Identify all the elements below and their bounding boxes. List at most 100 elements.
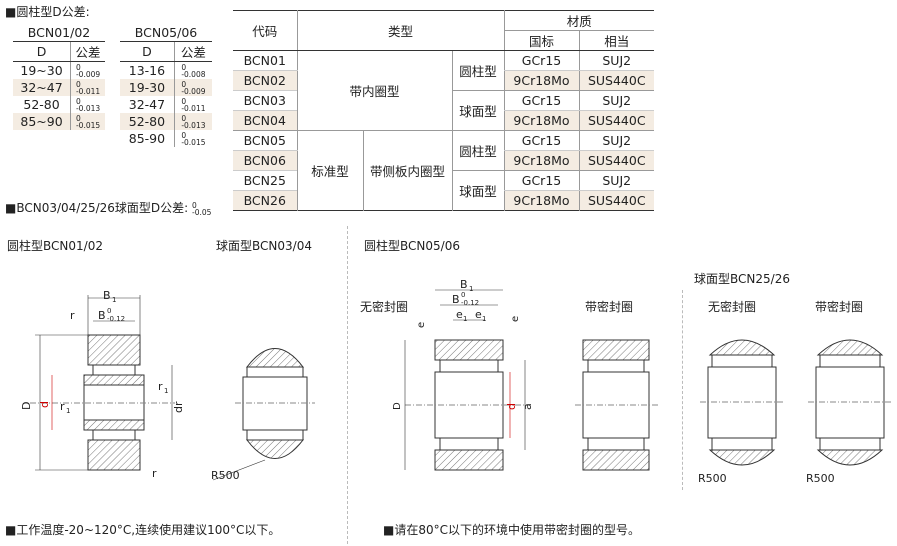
- col-tolerance: 公差: [70, 41, 105, 62]
- spherical-type: 球面型: [451, 90, 504, 131]
- label-dr: dr: [172, 401, 185, 413]
- code-cell: BCN05: [233, 130, 297, 151]
- header-material: 材质: [503, 10, 654, 31]
- svg-text:1: 1: [469, 285, 473, 293]
- label-no-seal: 无密封圈: [708, 300, 757, 314]
- label-r: r: [152, 467, 157, 480]
- svg-text:e: e: [475, 308, 482, 321]
- cell-d: 52-80: [128, 114, 166, 129]
- table-row: 19~30 0-0.009: [13, 61, 105, 80]
- material-gb: GCr15: [503, 50, 579, 71]
- table-row: 52-80 0-0.013: [120, 113, 212, 130]
- tolerance-value: 0-0.009: [75, 63, 101, 80]
- svg-text:e: e: [456, 308, 463, 321]
- code-cell: BCN06: [233, 150, 297, 171]
- table-row: BCN02 9Cr18Mo SUS440C: [233, 70, 654, 91]
- cell-d: 19~30: [20, 63, 63, 78]
- material-gb: 9Cr18Mo: [503, 70, 579, 91]
- svg-text:1: 1: [112, 296, 116, 304]
- label-r500: R500: [698, 472, 727, 485]
- label-r1: r: [158, 380, 163, 393]
- drawing-title-bcn01-02: 圆柱型BCN01/02: [7, 239, 103, 253]
- svg-text:1: 1: [66, 407, 70, 415]
- code-cell: BCN02: [233, 70, 297, 91]
- header-code: 代码: [233, 10, 297, 51]
- material-eq: SUS440C: [578, 110, 654, 131]
- note-temperature: ■工作温度-20~120°C,连续使用建议100°C以下。: [5, 523, 281, 537]
- label-no-seal: 无密封圈: [360, 300, 409, 314]
- cell-d: 32-47: [128, 97, 166, 112]
- table-row: 85~90 0-0.015: [13, 113, 105, 130]
- spherical-type: 球面型: [451, 170, 504, 211]
- material-eq: SUJ2: [578, 130, 654, 151]
- material-gb: GCr15: [503, 90, 579, 111]
- col-d: D: [120, 41, 175, 62]
- code-cell: BCN26: [233, 190, 297, 211]
- svg-text:0: 0: [107, 307, 111, 315]
- cell-d: 85-90: [128, 131, 166, 146]
- tolerance-value: 0-0.008: [181, 63, 206, 80]
- table-row: 13-16 0-0.008: [120, 61, 212, 80]
- table-row: 85-90 0-0.015: [120, 130, 212, 147]
- header-equivalent: 相当: [578, 30, 654, 51]
- material-eq: SUS440C: [578, 190, 654, 211]
- tolerance-title: ■圆柱型D公差:: [5, 5, 90, 19]
- label-with-seal: 带密封圈: [585, 300, 634, 314]
- material-gb: GCr15: [503, 130, 579, 151]
- roller-top: [92, 364, 136, 376]
- svg-text:0: 0: [461, 291, 465, 299]
- table-row: BCN05 标准型 带侧板内圈型 圆柱型 GCr15 SUJ2: [233, 130, 654, 211]
- label-b1: B: [103, 289, 111, 302]
- tolerance-value: 0-0.013: [75, 97, 101, 114]
- material-gb: 9Cr18Mo: [503, 110, 579, 131]
- drawing-bcn25-26: R500 R500: [698, 339, 893, 485]
- material-gb: 9Cr18Mo: [503, 150, 579, 171]
- table-row: BCN26 9Cr18Mo SUS440C: [233, 190, 654, 211]
- tolerance-table-bcn01-02: BCN01/02 D 公差 19~30 0-0.009 32~47 0-0.01…: [13, 24, 105, 130]
- label-r1: r: [60, 400, 65, 413]
- cell-d: 32~47: [20, 80, 63, 95]
- cell-d: 13-16: [128, 63, 166, 78]
- label-b: B: [98, 309, 106, 322]
- col-tolerance: 公差: [173, 41, 212, 62]
- table-row: BCN01 带内圈型 圆柱型 GCr15 SUJ2: [233, 50, 654, 131]
- tolerance-value: 0-0.015: [75, 114, 101, 131]
- label-r: r: [70, 309, 75, 322]
- table-row: 19-30 0-0.009: [120, 79, 212, 96]
- divider: [347, 226, 348, 544]
- drawing-bcn05-06: B 1 B 0 -0.12 e 1 e 1 e e D d a: [392, 278, 660, 471]
- col-d: D: [13, 41, 71, 62]
- header-gb: 国标: [503, 30, 579, 51]
- label-r500: R500: [211, 469, 240, 482]
- material-gb: 9Cr18Mo: [503, 190, 579, 211]
- cell-d: 52-80: [23, 97, 60, 112]
- svg-text:-0.12: -0.12: [461, 299, 479, 307]
- tolerance-value: 0-0.013: [181, 114, 206, 131]
- drawing-title-bcn05-06: 圆柱型BCN05/06: [364, 239, 460, 253]
- svg-text:D: D: [392, 402, 403, 410]
- cell-d: 85~90: [20, 114, 63, 129]
- svg-text:a: a: [521, 403, 534, 410]
- table-row: BCN06 9Cr18Mo SUS440C: [233, 150, 654, 171]
- table-header: BCN01/02: [13, 24, 105, 42]
- table-row: 32~47 0-0.011: [13, 79, 105, 96]
- label-D: D: [20, 402, 33, 410]
- outer-ring-top: [245, 348, 305, 368]
- material-eq: SUJ2: [578, 170, 654, 191]
- inner-ring-type: 带内圈型: [296, 50, 452, 131]
- outer-ring-top: [87, 334, 141, 366]
- drawing-bcn01-02: B 1 B 0 -0.12 r r r 1 r 1 D d dr: [20, 289, 185, 480]
- table-header: BCN05/06: [120, 24, 212, 42]
- table-row: BCN03 球面型 GCr15 SUJ2: [233, 90, 654, 131]
- material-eq: SUJ2: [578, 50, 654, 71]
- table-row: 32-47 0-0.011: [120, 96, 212, 113]
- cell-d: 19-30: [128, 80, 166, 95]
- svg-text:1: 1: [482, 315, 486, 323]
- svg-text:e: e: [510, 316, 521, 322]
- svg-text:e: e: [416, 322, 427, 328]
- table-row: 52-80 0-0.013: [13, 96, 105, 113]
- table-row: BCN04 9Cr18Mo SUS440C: [233, 110, 654, 131]
- svg-text:1: 1: [164, 387, 168, 395]
- material-eq: SUS440C: [578, 150, 654, 171]
- tolerance-value: 0-0.05: [192, 200, 212, 217]
